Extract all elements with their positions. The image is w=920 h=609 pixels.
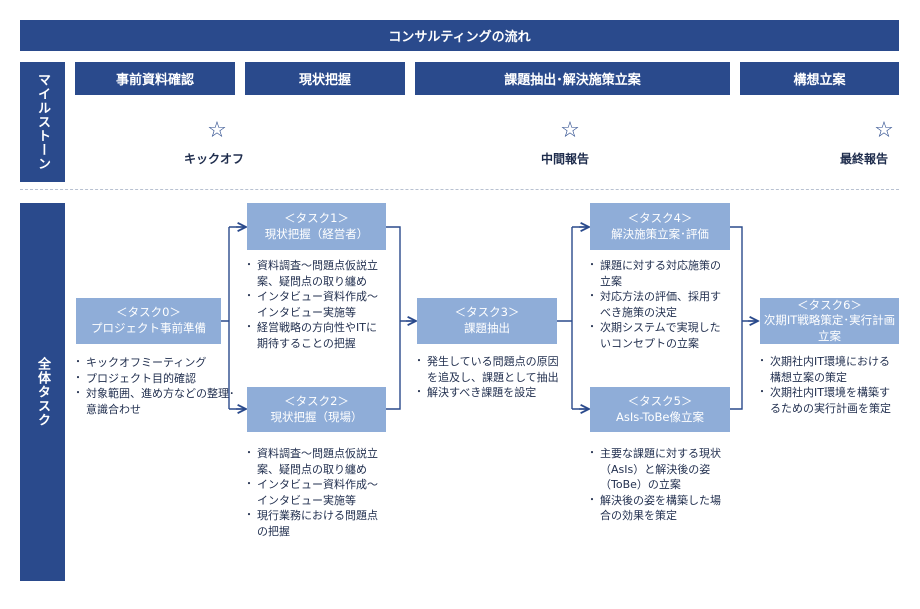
milestone-final: 最終報告 [840,152,889,166]
task-number: ＜タスク2＞ [284,393,349,408]
task-number: ＜タスク0＞ [116,305,181,320]
task-box-2: ＜タスク2＞ 現状把握（現場） [247,387,386,432]
task-name: プロジェクト事前準備 [91,321,206,335]
list-item: 解決すべき課題を設定 [414,385,562,401]
task-number: ＜タスク4＞ [627,210,693,225]
list-item: キックオフミーティング [73,355,236,371]
list-item: インタビュー資料作成～インタビュー実施等 [244,289,387,320]
phase-header-prereview: 事前資料確認 [75,62,235,95]
task-name: 課題抽出 [464,321,510,335]
phase-header-concept: 構想立案 [740,62,899,95]
task-name: 解決施策立案･評価 [611,226,709,241]
list-item: プロジェクト目的確認 [73,371,236,387]
task-number: ＜タスク3＞ [454,305,520,320]
list-item: 課題に対する対応施策の立案 [587,258,730,289]
task-number: ＜タスク5＞ [627,393,693,408]
phase-header-issue-solution: 課題抽出･解決施策立案 [415,62,730,95]
task-box-1: ＜タスク1＞ 現状把握（経営者） [247,203,386,250]
task-box-5: ＜タスク5＞ AsIs-ToBe像立案 [590,387,730,432]
flow-title-bar: コンサルティングの流れ [20,20,899,51]
task-name: AsIs-ToBe像立案 [616,409,704,424]
task-1-bullets: 資料調査～問題点仮説立案、疑問点の取り纏め インタビュー資料作成～インタビュー実… [244,258,387,351]
list-item: 次期社内IT環境における構想立案の策定 [757,354,900,385]
list-item: 対象範囲、進め方などの整理･意識合わせ [73,386,236,417]
list-item: 発生している問題点の原因を追及し、課題として抽出 [414,354,562,385]
task-5-bullets: 主要な課題に対する現状（AsIs）と解決後の姿（ToBe）の立案 解決後の姿を構… [587,446,730,524]
list-item: インタビュー資料作成～インタビュー実施等 [244,477,387,508]
task-0-bullets: キックオフミーティング プロジェクト目的確認 対象範囲、進め方などの整理･意識合… [73,355,236,417]
task-name: 現状把握（経営者） [264,226,369,241]
list-item: 資料調査～問題点仮説立案、疑問点の取り纏め [244,446,387,477]
list-item: 主要な課題に対する現状（AsIs）と解決後の姿（ToBe）の立案 [587,446,730,493]
task-3-bullets: 発生している問題点の原因を追及し、課題として抽出 解決すべき課題を設定 [414,354,562,401]
star-outline-icon: ☆ [874,118,894,143]
task-box-6: ＜タスク6＞ 次期IT戦略策定･実行計画立案 [760,298,899,344]
task-box-3: ＜タスク3＞ 課題抽出 [417,298,557,344]
task-number: ＜タスク6＞ [797,297,862,312]
list-item: 次期社内IT環境を構築するための実行計画を策定 [757,385,900,416]
task-box-4: ＜タスク4＞ 解決施策立案･評価 [590,203,730,250]
list-item: 現行業務における問題点の把握 [244,508,387,539]
section-divider [20,189,899,190]
task-6-bullets: 次期社内IT環境における構想立案の策定 次期社内IT環境を構築するための実行計画… [757,354,900,416]
star-outline-icon: ☆ [560,118,580,143]
list-item: 対応方法の評価、採用すべき施策の決定 [587,289,730,320]
flow-title: コンサルティングの流れ [388,30,531,45]
list-item: 経営戦略の方向性やITに期待することの把握 [244,320,387,351]
tasks-side-label: 全体タスク [20,203,65,581]
task-4-bullets: 課題に対する対応施策の立案 対応方法の評価、採用すべき施策の決定 次期システムで… [587,258,730,351]
task-name: 次期IT戦略策定･実行計画立案 [763,313,896,343]
milestone-midterm: 中間報告 [541,152,590,166]
milestone-side-label: マイルストーン [20,62,65,182]
phase-header-current-state: 現状把握 [245,62,405,95]
star-outline-icon: ☆ [207,118,227,143]
task-name: 現状把握（現場） [270,409,363,424]
task-number: ＜タスク1＞ [284,210,349,225]
list-item: 資料調査～問題点仮説立案、疑問点の取り纏め [244,258,387,289]
task-2-bullets: 資料調査～問題点仮説立案、疑問点の取り纏め インタビュー資料作成～インタビュー実… [244,446,387,539]
list-item: 次期システムで実現したいコンセプトの立案 [587,320,730,351]
milestone-kickoff: キックオフ [184,152,245,166]
list-item: 解決後の姿を構築した場合の効果を策定 [587,493,730,524]
task-box-0: ＜タスク0＞ プロジェクト事前準備 [76,298,221,344]
